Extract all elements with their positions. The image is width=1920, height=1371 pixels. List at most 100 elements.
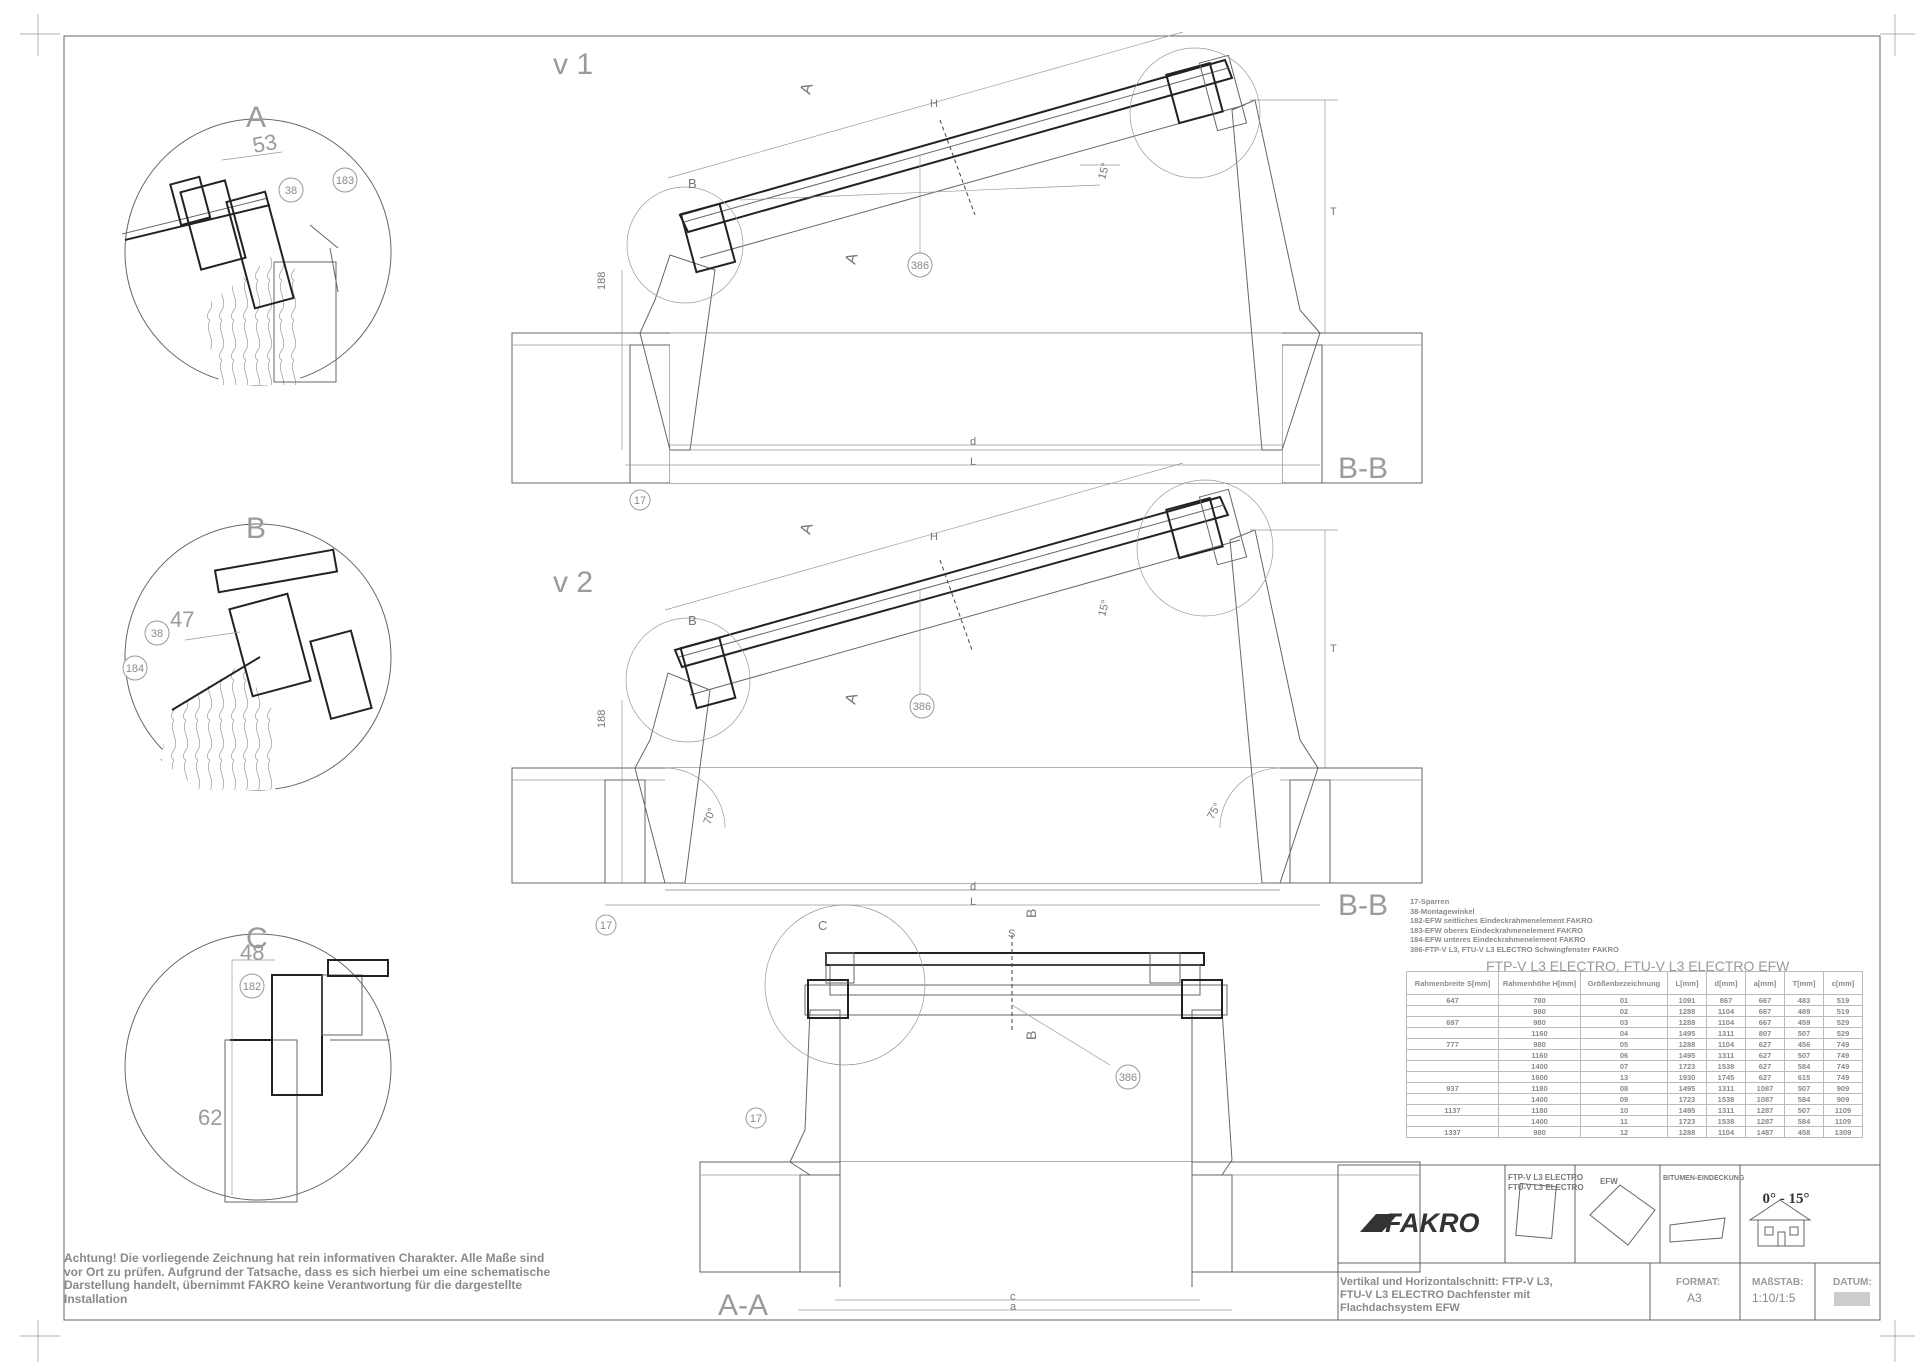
table-cell: 584 [1784,1093,1824,1105]
table-cell: 1287 [1745,1115,1785,1127]
table-cell: 01 [1580,994,1668,1006]
view-label-v2: v 2 [553,566,593,599]
detail-c [124,933,392,1203]
table-cell: 780 [1498,994,1581,1006]
table-cell: 05 [1580,1038,1668,1050]
table-cell: 1288 [1667,1016,1707,1028]
table-cell: 12 [1580,1126,1668,1138]
table-cell: 807 [1745,1027,1785,1039]
table-cell: 09 [1580,1093,1668,1105]
detail-c-tag: 182 [243,981,261,993]
table-cell: 06 [1580,1049,1668,1061]
table-cell: 584 [1784,1060,1824,1072]
tag-386-v2: 386 [913,701,931,713]
table-cell: 1311 [1706,1082,1746,1094]
table-cell: 1495 [1667,1027,1707,1039]
section-mark-b-v1: B [688,176,697,191]
table-cell: 13 [1580,1071,1668,1083]
table-cell: 909 [1823,1093,1863,1105]
table-cell: 909 [1823,1082,1863,1094]
table-cell: 08 [1580,1082,1668,1094]
table-cell: 04 [1580,1027,1668,1039]
angle-range: 0° - 15° [1763,1191,1810,1207]
table-cell: 1311 [1706,1027,1746,1039]
bitumen-thumbnail [1669,1217,1726,1243]
detail-b-tag2: 184 [126,663,144,675]
legend-item: 386-FTP-V L3, FTU-V L3 ELECTRO Schwingfe… [1410,944,1619,954]
section-mark-a-v1-bot: A [842,251,861,266]
detail-a [121,118,392,386]
table-cell: 1104 [1706,1126,1746,1138]
dim-h-v2: H [930,531,938,543]
table-cell: 777 [1406,1038,1499,1050]
disclaimer-note: Achtung! Die vorliegende Zeichnung hat r… [64,1251,551,1306]
tag-386-aa: 386 [1119,1072,1137,1084]
detail-b-dim: 47 [170,607,194,632]
table-header-row: Rahmenbreite S[mm] Rahmenhöhe H[mm] Größ… [1406,971,1863,995]
legend-item: 184-EFW unteres Eindeckrahmenelement FAK… [1410,935,1586,944]
table-cell: 749 [1823,1038,1863,1050]
section-mark-b-aa-top: B [1023,909,1039,918]
table-header: L[mm] [1667,971,1707,995]
table-cell [1406,1049,1499,1061]
table-cell: 1288 [1667,1005,1707,1017]
table-cell: 1288 [1667,1038,1707,1050]
table-cell [1406,1115,1499,1127]
scale-value: 1:10/1:5 [1752,1291,1796,1305]
legend-item: 38-Montagewinkel [1410,906,1475,916]
table-cell: 1723 [1667,1060,1707,1072]
dimension-spec-table: Rahmenbreite S[mm] Rahmenhöhe H[mm] Größ… [1406,971,1863,1138]
table-cell: 1400 [1498,1115,1581,1127]
table-cell: 507 [1784,1104,1824,1116]
detail-a-letter: A [246,101,266,134]
bitumen-label: BITUMEN-EINDECKUNG [1663,1175,1745,1182]
table-cell: 980 [1498,1126,1581,1138]
table-cell [1406,1027,1499,1039]
table-cell: 1104 [1706,1038,1746,1050]
view-v1-section [511,31,1423,484]
tag-17-aa: 17 [750,1113,762,1125]
table-cell: 1538 [1706,1115,1746,1127]
angle-75: 75° [1205,801,1224,821]
table-cell: 456 [1784,1038,1824,1050]
table-cell: 1309 [1823,1126,1863,1138]
dim-t-v1: T [1330,206,1337,218]
window-thumbnail [1515,1182,1557,1240]
dim-l-v1: L [970,456,976,468]
detail-a-tag2: 183 [336,175,354,187]
table-cell: 627 [1745,1071,1785,1083]
table-cell: 459 [1784,1016,1824,1028]
table-cell: 1180 [1498,1104,1581,1116]
table-cell: 1104 [1706,1005,1746,1017]
legend-item: 183-EFW oberes Eindeckrahmenelement FAKR… [1410,925,1583,935]
section-mark-c-aa: C [818,918,827,933]
sheet-border [63,35,1881,1321]
view-label-bb2: B-B [1338,889,1388,922]
view-label-bb1: B-B [1338,452,1388,485]
table-cell: 1400 [1498,1093,1581,1105]
table-cell: 980 [1498,1016,1581,1028]
scale-label: MAßSTAB: [1752,1277,1803,1288]
table-cell: 529 [1823,1016,1863,1028]
table-cell: 1288 [1667,1126,1707,1138]
table-cell: 1311 [1706,1049,1746,1061]
table-cell: 1160 [1498,1049,1581,1061]
angle-15-v2: 15° [1096,599,1112,618]
table-cell: 667 [1745,1005,1785,1017]
fakro-logo-mark [1360,1214,1398,1232]
angle-15-v1: 15° [1096,162,1112,181]
section-mark-a-v2-top: A [797,521,816,536]
table-cell: 483 [1784,994,1824,1006]
table-cell: 1930 [1667,1071,1707,1083]
view-aa-section [699,904,1421,1311]
efw-label: EFW [1600,1177,1618,1186]
